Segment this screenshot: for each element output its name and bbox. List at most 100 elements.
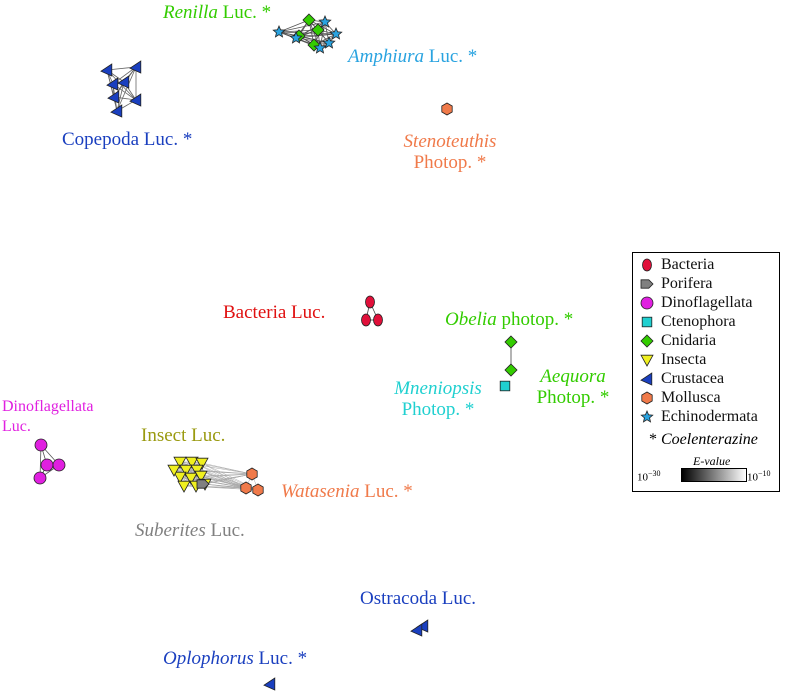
node-triangle-down xyxy=(179,464,193,477)
node-star xyxy=(329,26,343,40)
node-triangle-down xyxy=(177,480,191,493)
node-square xyxy=(499,380,511,392)
legend-item-porifera: Porifera xyxy=(639,274,779,294)
cluster-ostracoda xyxy=(410,619,429,637)
legend-swatch-triangle-left xyxy=(640,372,653,386)
cluster-renilla-amphiura xyxy=(272,13,343,54)
node-triangle-left xyxy=(110,104,123,118)
node-triangle-down xyxy=(185,456,199,469)
cluster-mneniopsis xyxy=(499,380,511,392)
legend-note-prefix: * xyxy=(649,431,661,448)
node-triangle-left xyxy=(106,77,119,91)
node-diamond xyxy=(311,23,325,37)
node-hexagon xyxy=(240,481,252,495)
legend-item-ctenophora: Ctenophora xyxy=(639,312,779,332)
legend-item-mollusca: Mollusca xyxy=(639,388,779,408)
evalue-low: 10−30 xyxy=(637,469,661,484)
label-watasenia: Watasenia Luc. * xyxy=(281,481,413,502)
cluster-bacteria xyxy=(361,295,383,327)
legend-item-bacteria: Bacteria xyxy=(639,255,779,275)
node-triangle-down xyxy=(173,456,187,469)
node-star xyxy=(318,14,332,28)
node-ellipse xyxy=(365,295,375,309)
node-triangle-down xyxy=(194,470,208,483)
evalue-high: 10−10 xyxy=(747,469,771,484)
node-triangle-left xyxy=(100,63,113,77)
label-obelia: Obelia photop. * xyxy=(445,309,574,330)
legend-item-crustacea: Crustacea xyxy=(639,369,779,389)
node-triangle-down xyxy=(190,464,204,477)
edge xyxy=(200,473,253,477)
legend-label: Echinodermata xyxy=(661,408,758,425)
node-star xyxy=(272,24,286,38)
label-ostracoda: Ostracoda Luc. xyxy=(360,588,477,609)
node-circle xyxy=(33,471,47,485)
node-triangle-left xyxy=(107,90,120,104)
evalue-title: E-value xyxy=(693,454,731,468)
legend-label: Ctenophora xyxy=(661,313,736,330)
label-renilla: Renilla Luc. * xyxy=(163,2,272,23)
node-triangle-down xyxy=(167,464,181,477)
legend-swatch-hexagon xyxy=(641,391,653,405)
node-circle xyxy=(52,458,66,472)
node-triangle-down xyxy=(184,472,198,485)
legend-swatch-diamond xyxy=(640,334,654,348)
legend-label: Bacteria xyxy=(661,256,715,273)
label-insect: Insect Luc. xyxy=(141,425,226,446)
edge xyxy=(116,66,137,112)
cluster-stenoteuthis xyxy=(441,102,453,116)
node-triangle-left xyxy=(410,623,423,637)
cluster-obelia-aequora xyxy=(504,335,518,377)
legend-note: * Coelenterazine xyxy=(649,431,758,449)
legend-label: Porifera xyxy=(661,275,713,292)
label-bacteria: Bacteria Luc. xyxy=(223,302,326,323)
legend-swatch-circle xyxy=(640,296,654,310)
node-hexagon xyxy=(246,467,258,481)
node-triangle-left xyxy=(263,677,276,691)
cluster-insect-watasenia xyxy=(167,456,264,497)
label-amphiura: Amphiura Luc. * xyxy=(348,46,478,67)
node-hexagon xyxy=(441,102,453,116)
edge xyxy=(278,31,337,35)
label-copepoda: Copepoda Luc. * xyxy=(62,129,193,150)
node-diamond xyxy=(504,335,518,349)
legend-item-echinodermata: Echinodermata xyxy=(639,407,779,427)
node-diamond xyxy=(302,13,316,27)
node-triangle-down xyxy=(195,457,209,470)
legend-swatch-star xyxy=(640,409,654,423)
edge xyxy=(116,81,125,112)
node-circle xyxy=(40,458,54,472)
legend-item-dinoflagellata: Dinoflagellata xyxy=(639,293,779,313)
edge xyxy=(202,473,253,485)
label-oplophorus: Oplophorus Luc. * xyxy=(163,648,308,669)
legend-label: Mollusca xyxy=(661,389,721,406)
node-triangle-left xyxy=(117,75,130,89)
legend-note-text: Coelenterazine xyxy=(661,431,758,448)
node-diamond xyxy=(504,363,518,377)
legend-swatch-triangle-down xyxy=(640,354,654,367)
legend-swatch-ellipse xyxy=(642,258,652,272)
cluster-dinoflagellata xyxy=(33,438,66,485)
node-triangle-left xyxy=(129,93,142,107)
label-suberites: Suberites Luc. xyxy=(135,520,245,541)
node-triangle-left xyxy=(416,619,429,633)
node-triangle-down xyxy=(173,471,187,484)
node-triangle-left xyxy=(129,60,142,74)
node-ellipse xyxy=(373,313,383,327)
node-star xyxy=(322,35,336,49)
node-star xyxy=(289,30,303,44)
legend-item-insecta: Insecta xyxy=(639,350,779,370)
legend-label: Cnidaria xyxy=(661,332,717,349)
node-ellipse xyxy=(361,313,371,327)
node-pentagon xyxy=(196,479,210,489)
node-hexagon xyxy=(252,483,264,497)
node-circle xyxy=(34,438,48,452)
legend-label: Crustacea xyxy=(661,370,725,387)
legend-item-cnidaria: Cnidaria xyxy=(639,331,779,351)
